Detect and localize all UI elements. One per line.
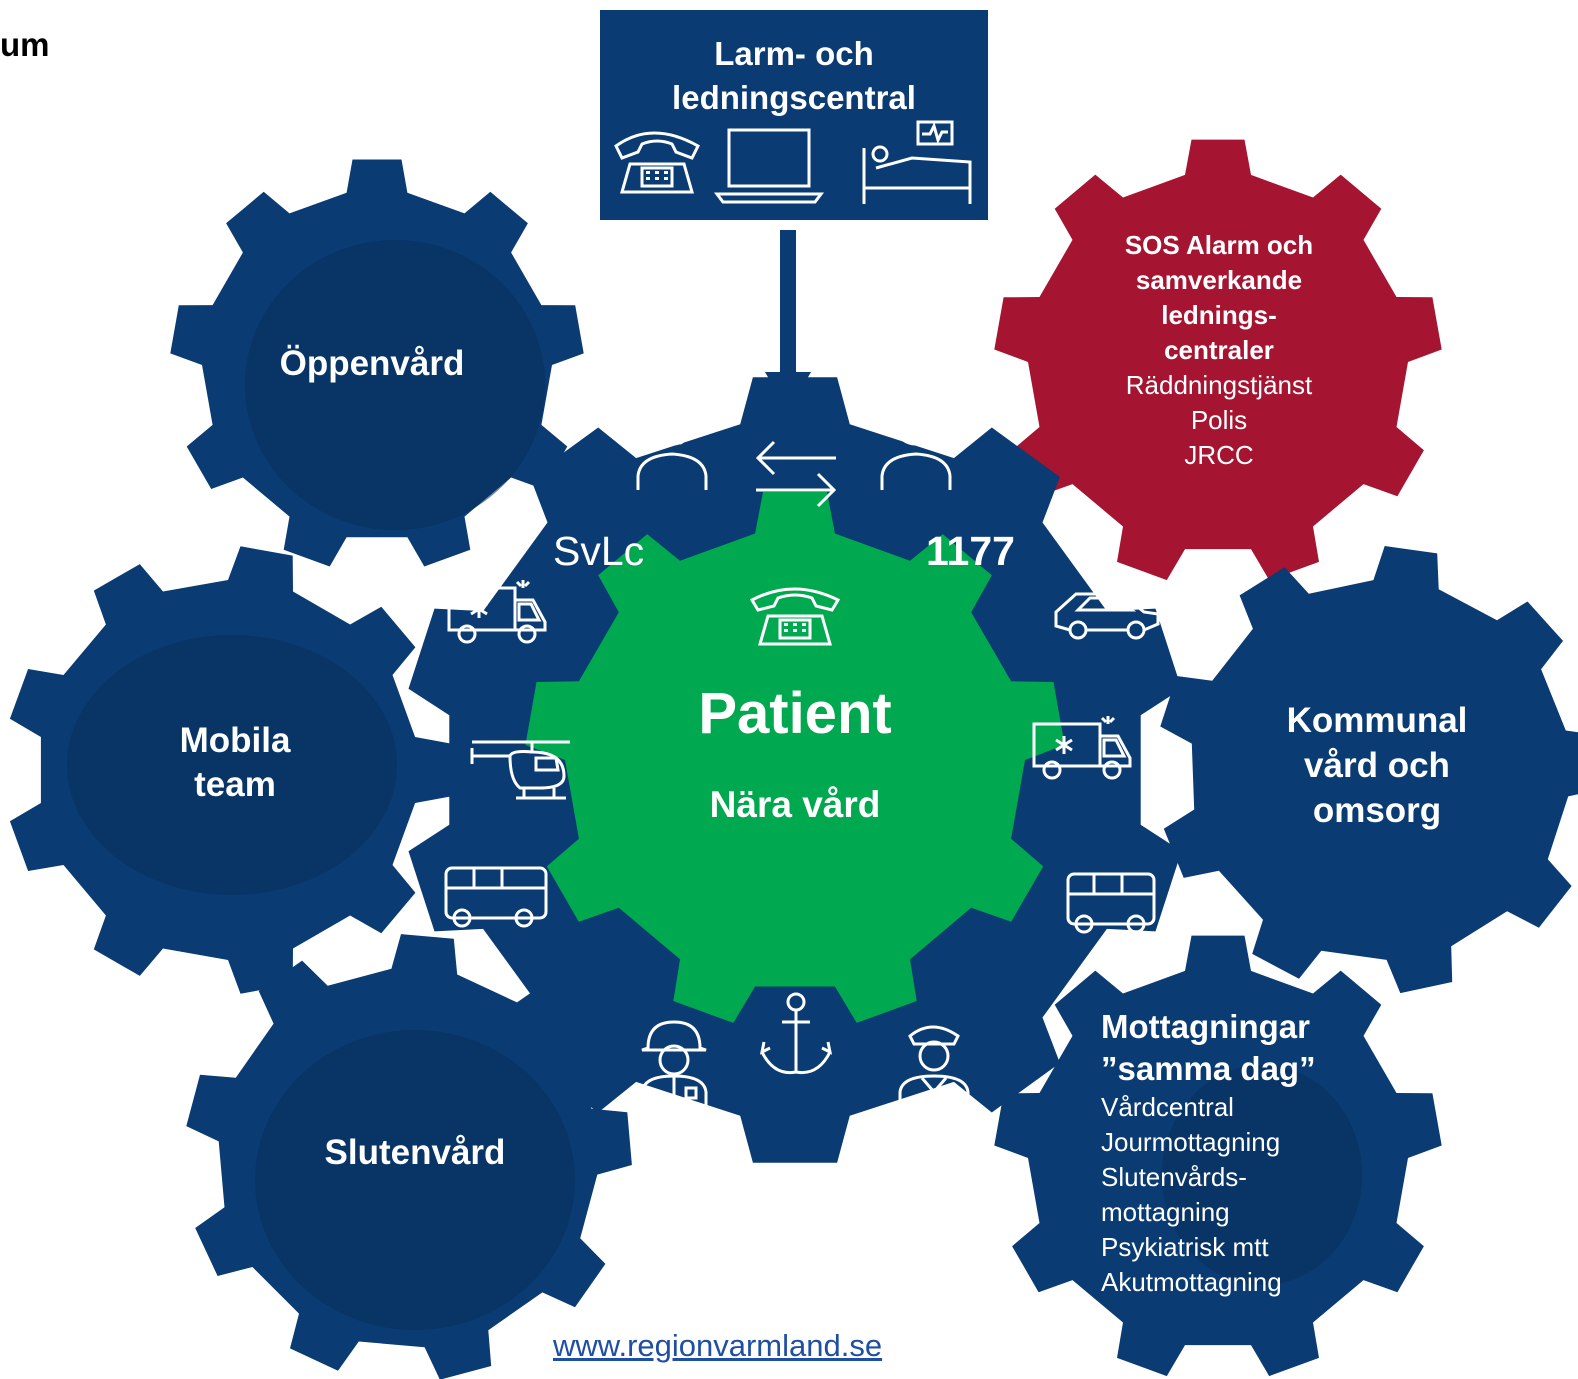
label-line: Kommunal [1286,701,1468,740]
label-line: Jourmottagning [1101,1127,1281,1157]
label-line: samverkande [1135,265,1303,295]
label-line: centraler [1164,335,1274,365]
anchor-icon [759,992,833,1075]
label-line: ”samma dag” [1101,1050,1316,1087]
ambulance-icon [1032,716,1132,780]
label-line: SOS Alarm och [1124,230,1314,260]
label-line: lednings- [1161,300,1277,330]
police-officer-icon [898,1025,970,1112]
patient-title: Patient [698,681,892,746]
label-line: Vårdcentral [1101,1092,1234,1122]
alarm-dispatch-title: Larm- och ledningscentral [600,32,988,120]
corner-title-fragment: um [0,26,50,63]
gear-patient [525,491,1065,1023]
kommunal-label: Kommunal vård och omsorg [1236,698,1518,833]
exchange-arrows-icon [755,440,837,508]
label-line: Mottagningar [1101,1008,1310,1045]
title-line: ledningscentral [672,79,916,116]
headset-operator-icon [636,398,708,490]
bus-icon [444,866,548,928]
firefighter-icon [640,1020,708,1112]
gear-mottagningar [994,935,1442,1377]
title-line: Larm- och [714,35,874,72]
mottagningar-label: Mottagningar ”samma dag” Vårdcentral Jou… [1101,1006,1381,1300]
label-line: JRCC [1184,440,1254,470]
1177-label: 1177 [926,528,1015,574]
sos-alarm-label: SOS Alarm och samverkande lednings- cent… [1078,228,1360,473]
label-line: vård och [1304,746,1450,785]
label-line: Slutenvårds- [1101,1162,1247,1192]
gear-oppenvard [170,159,584,567]
label-line: Akutmottagning [1101,1267,1282,1297]
slutenvard-label: Slutenvård [324,1133,506,1172]
car-icon [1054,592,1160,640]
region-website-link[interactable]: www.regionvarmland.se [553,1328,883,1363]
headset-operator-icon [880,398,952,490]
gear-sos-alarm [994,139,1442,581]
mobila-team-label: Mobila team [120,719,350,807]
alarm-dispatch-box: Larm- och ledningscentral [600,10,988,220]
bus-icon [1066,872,1156,934]
label-line: Polis [1190,405,1248,435]
svlc-label: SvLc [553,528,645,574]
label-line: omsorg [1312,791,1442,830]
label-line: Psykiatrisk mtt [1101,1232,1269,1262]
telephone-icon [749,587,841,646]
gear-slutenvard [186,934,632,1379]
patient-subtitle: Nära vård [709,784,881,825]
label-line: Mobila [179,721,291,760]
label-line: mottagning [1101,1197,1230,1227]
down-arrow [765,230,811,412]
oppenvard-label: Öppenvård [279,344,465,383]
label-line: Räddningstjänst [1125,370,1313,400]
ambulance-icon [447,580,547,644]
helicopter-icon [470,740,570,800]
gear-kommunal [1160,546,1578,994]
gear-mobila-team [9,546,451,994]
label-line: team [194,765,276,804]
